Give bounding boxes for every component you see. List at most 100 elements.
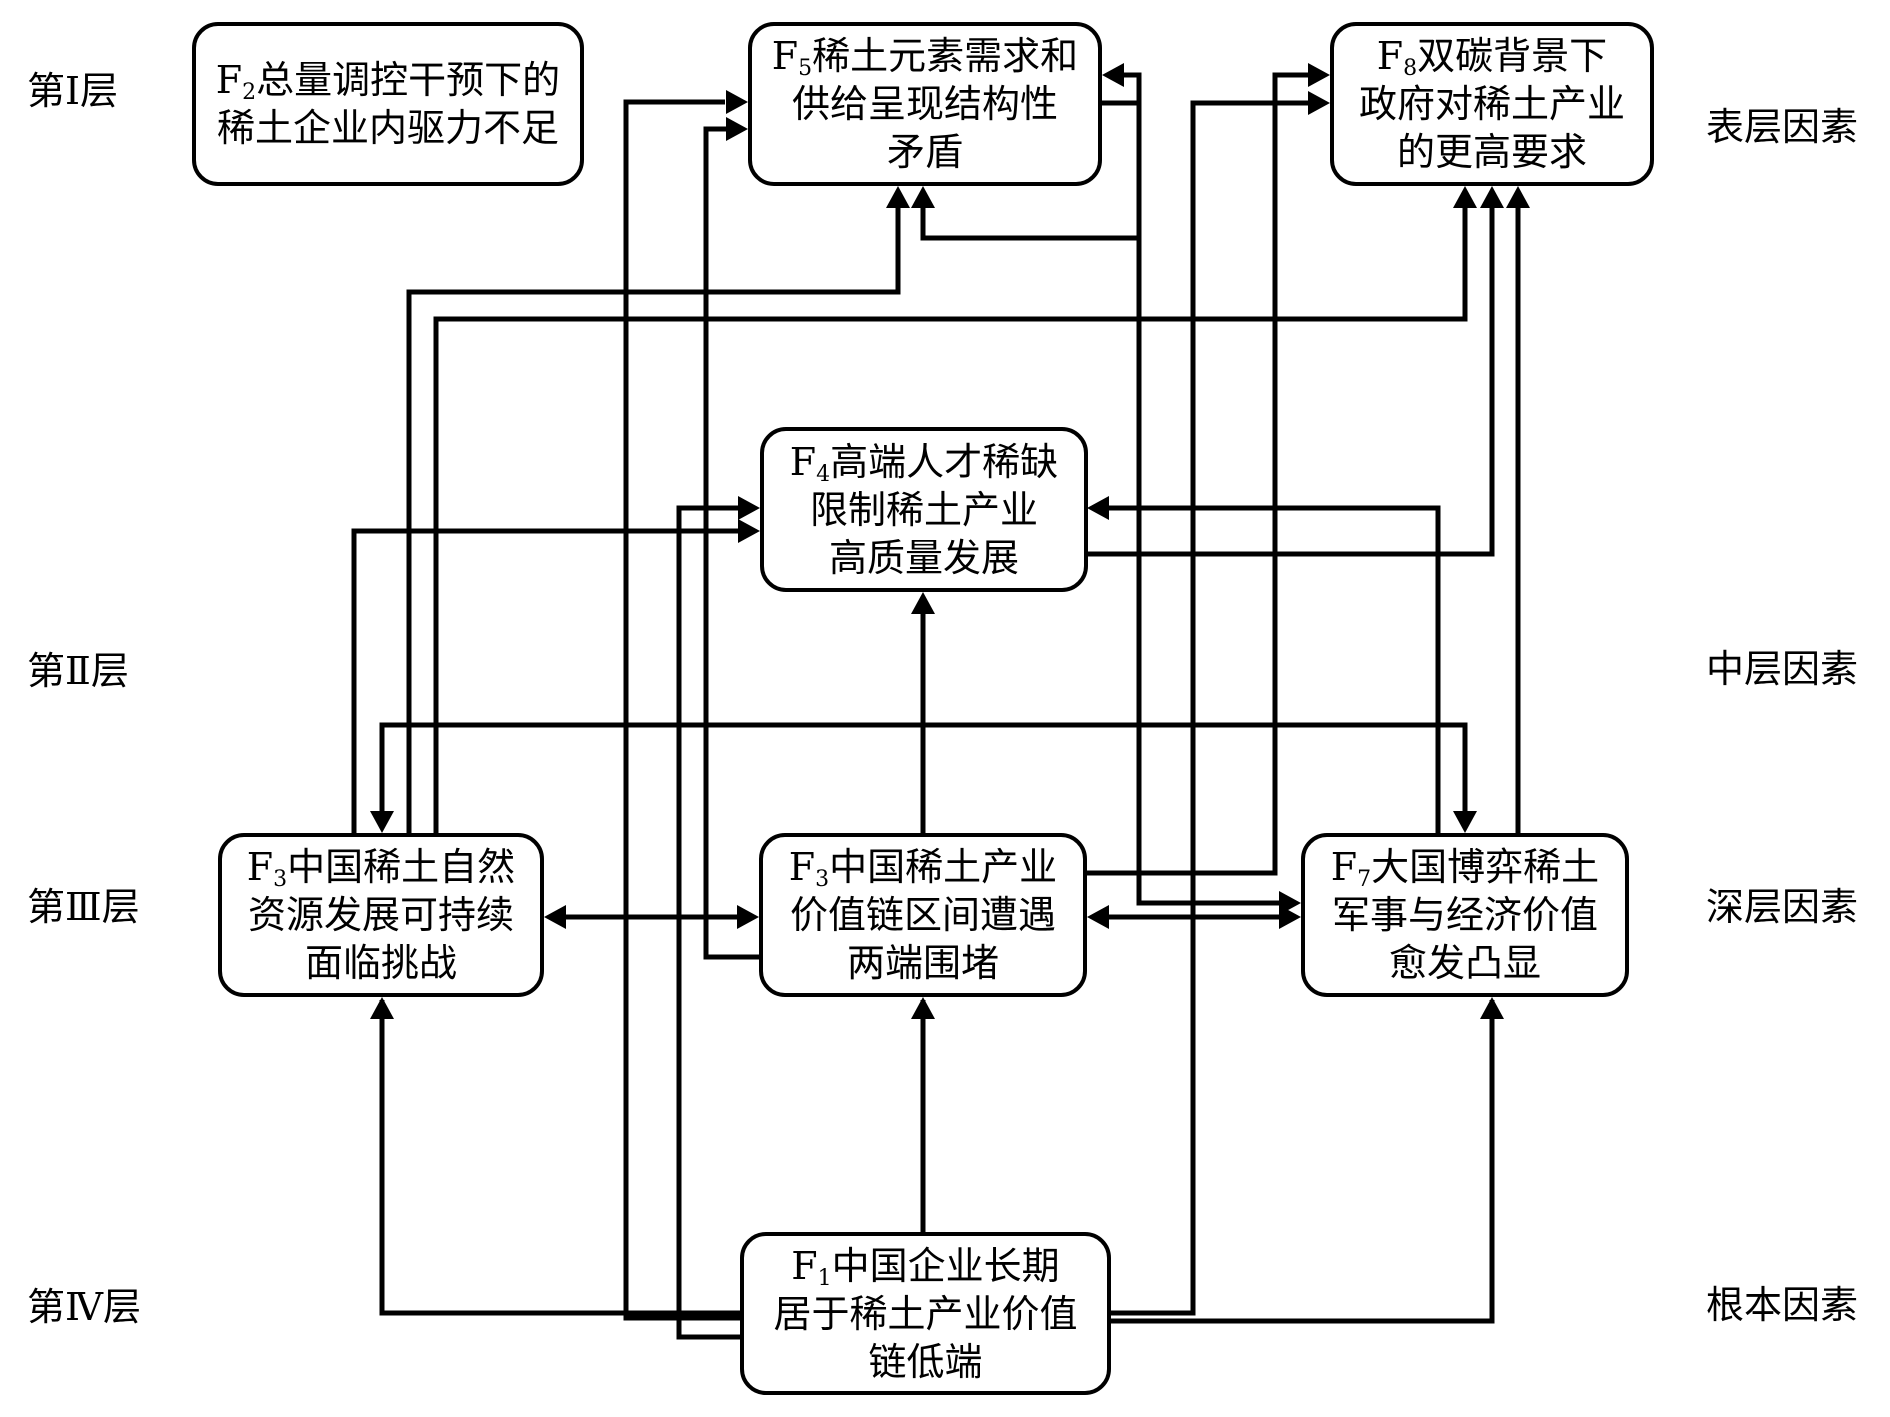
node-text-line: 两端围堵 xyxy=(846,941,999,985)
node-text-line: 的更高要求 xyxy=(1396,130,1587,174)
edge-f3b-f8 xyxy=(1087,72,1308,876)
node-text-line: 面临挑战 xyxy=(304,941,457,985)
node-text: F2总量调控干预下的稀土企业内驱力不足 xyxy=(216,56,560,152)
arrow-head-right xyxy=(738,519,760,543)
node-text-line: F7大国博弈稀土 xyxy=(1330,845,1600,892)
node-text-line: 军事与经济价值 xyxy=(1331,893,1598,937)
node-text: F3中国稀土自然资源发展可持续面临挑战 xyxy=(247,843,515,987)
arrow-head-up xyxy=(1480,997,1504,1019)
node-text-line: 价值链区间遭遇 xyxy=(789,893,1056,937)
node-text-line: F2总量调控干预下的 xyxy=(215,58,561,105)
factor-label-deep: 深层因素 xyxy=(1706,885,1859,929)
node-text-line: F1中国企业长期 xyxy=(791,1243,1060,1291)
layer-label-3: 第Ⅲ层 xyxy=(27,885,140,929)
node-f3-resources: F3中国稀土自然资源发展可持续面临挑战 xyxy=(218,833,544,997)
arrow-head-up xyxy=(886,186,910,208)
node-text-line: F5稀土元素需求和 xyxy=(771,34,1079,81)
arrow-head-up xyxy=(370,997,394,1019)
factor-index: 8 xyxy=(1403,56,1418,81)
node-text-line: F3中国稀土产业 xyxy=(788,845,1058,892)
edge-f3b-f5 xyxy=(703,126,759,960)
node-text-line: 稀土企业内驱力不足 xyxy=(216,106,559,150)
arrow-head-right xyxy=(726,117,748,141)
node-text-line: 供给呈现结构性 xyxy=(791,82,1058,126)
arrow-head-right xyxy=(737,905,759,929)
node-text-line: 居于稀土产业价值 xyxy=(773,1291,1078,1336)
arrow-head-left xyxy=(1087,905,1109,929)
factor-index: 4 xyxy=(816,461,831,487)
arrow-head-up xyxy=(911,186,935,208)
arrow-head-down xyxy=(1453,811,1477,833)
edge-f3a-f4 xyxy=(351,528,738,833)
node-text: F7大国博弈稀土军事与经济价值愈发凸显 xyxy=(1331,843,1599,987)
factor-label-root: 根本因素 xyxy=(1706,1283,1859,1327)
node-text-line: 资源发展可持续 xyxy=(247,893,514,937)
edge-f3a-f5 xyxy=(406,208,901,833)
factor-id: F xyxy=(771,34,799,78)
arrow-head-left xyxy=(1102,63,1124,87)
node-text: F5稀土元素需求和供给呈现结构性矛盾 xyxy=(772,32,1078,176)
node-f7: F7大国博弈稀土军事与经济价值愈发凸显 xyxy=(1301,833,1629,997)
arrow-head-up xyxy=(911,997,935,1019)
arrow-head-right xyxy=(726,90,748,114)
node-text-line: F4高端人才稀缺 xyxy=(789,439,1059,487)
node-f3-value-chain: F3中国稀土产业价值链区间遭遇两端围堵 xyxy=(759,833,1087,997)
arrow-head-up xyxy=(1480,186,1504,208)
factor-index: 1 xyxy=(817,1265,832,1291)
edge-f1-f5 xyxy=(623,99,740,1321)
node-f5: F5稀土元素需求和供给呈现结构性矛盾 xyxy=(748,22,1102,186)
arrow-head-right xyxy=(1279,891,1301,915)
factor-id: F xyxy=(246,845,274,889)
factor-id: F xyxy=(1330,845,1358,889)
factor-index: 3 xyxy=(273,867,288,892)
edge-f1-f8 xyxy=(1111,100,1308,1316)
arrow-head-up xyxy=(1453,186,1477,208)
node-text-line: F8双碳背景下 xyxy=(1376,34,1608,81)
edge-f7-f5 xyxy=(1124,72,1279,906)
node-text-line: 政府对稀土产业 xyxy=(1358,82,1625,126)
factor-index: 5 xyxy=(798,56,813,81)
factor-label-middle: 中层因素 xyxy=(1706,647,1859,691)
factor-index: 7 xyxy=(1357,867,1372,892)
node-text: F8双碳背景下政府对稀土产业的更高要求 xyxy=(1359,32,1625,176)
edge-f7-f3a xyxy=(379,722,1468,811)
factor-id: F xyxy=(1376,34,1404,78)
arrow-head-right xyxy=(738,496,760,520)
node-text-line: 愈发凸显 xyxy=(1388,941,1541,985)
layer-label-1: 第Ⅰ层 xyxy=(27,69,119,113)
arrow-head-left xyxy=(544,905,566,929)
edge-f3a-f8 xyxy=(433,208,1468,833)
factor-id: F xyxy=(788,845,816,889)
node-text-line: 高质量发展 xyxy=(828,535,1019,580)
arrow-head-down xyxy=(370,811,394,833)
node-text-line: 限制稀土产业 xyxy=(809,487,1038,532)
node-text-line: F3中国稀土自然 xyxy=(246,845,516,892)
factor-label-surface: 表层因素 xyxy=(1706,105,1859,149)
edge-f1-f3a xyxy=(379,1000,740,1316)
node-text-line: 矛盾 xyxy=(886,130,963,174)
arrow-head-up xyxy=(911,592,935,614)
layer-label-4: 第Ⅳ层 xyxy=(27,1285,141,1329)
node-f2: F2总量调控干预下的稀土企业内驱力不足 xyxy=(192,22,584,186)
edge-f7-f4 xyxy=(1109,505,1441,833)
node-f1: F1中国企业长期居于稀土产业价值链低端 xyxy=(740,1232,1111,1395)
node-text: F1中国企业长期居于稀土产业价值链低端 xyxy=(773,1242,1077,1386)
factor-index: 3 xyxy=(815,867,830,892)
arrow-head-left xyxy=(1087,496,1109,520)
edge-f1-f4 xyxy=(676,505,740,1340)
factor-id: F xyxy=(791,1243,818,1288)
arrow-head-right xyxy=(1308,63,1330,87)
factor-index: 2 xyxy=(242,80,257,105)
node-text: F3中国稀土产业价值链区间遭遇两端围堵 xyxy=(789,843,1057,987)
factor-id: F xyxy=(215,58,243,102)
node-text-line: 链低端 xyxy=(868,1339,983,1384)
layer-label-2: 第Ⅱ层 xyxy=(27,649,129,693)
node-f4: F4高端人才稀缺限制稀土产业高质量发展 xyxy=(760,427,1088,592)
edge-x-f5 xyxy=(920,208,1139,241)
arrow-head-up xyxy=(1506,186,1530,208)
arrow-head-right xyxy=(1308,91,1330,115)
node-text: F4高端人才稀缺限制稀土产业高质量发展 xyxy=(790,438,1058,582)
edge-f1-f7 xyxy=(1111,1000,1495,1324)
edge-f4-f8 xyxy=(1087,208,1495,557)
